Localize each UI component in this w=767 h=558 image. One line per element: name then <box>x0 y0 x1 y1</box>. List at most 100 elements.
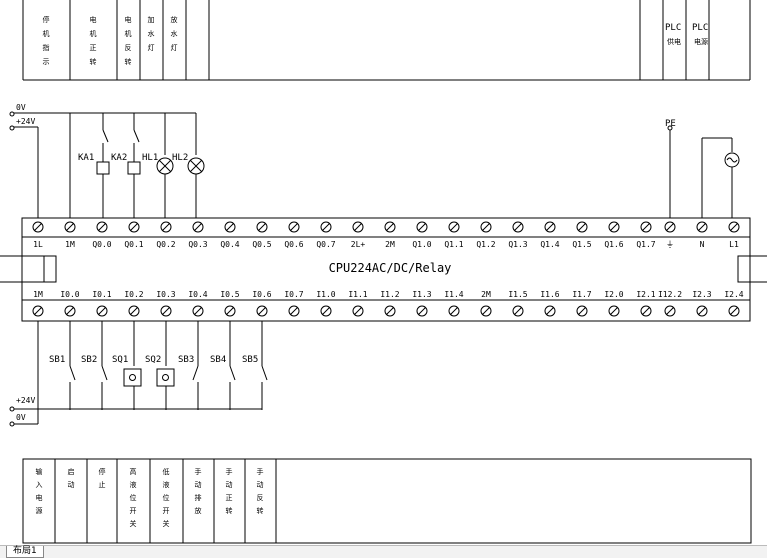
top-terminal-label: Q0.2 <box>156 240 175 249</box>
bottom-terminal-9-screw <box>320 305 332 317</box>
top-terminal-14-screw <box>480 221 492 233</box>
bottom-terminal-7-screw <box>256 305 268 317</box>
bottom-terminal-19-screw <box>640 305 652 317</box>
bottom-table-label: 手动正转 <box>226 467 233 515</box>
top-terminal-6-slash <box>226 223 234 231</box>
top-terminal-12-screw <box>416 221 428 233</box>
bottom-table-label: 低液位开关 <box>163 467 170 528</box>
lower-0v-label: 0V <box>16 413 26 422</box>
bottom-terminal-15-screw <box>512 305 524 317</box>
sb5-label: SB5 <box>242 355 258 365</box>
bottom-terminal-14-screw <box>480 305 492 317</box>
sb2-label: SB2 <box>81 355 97 365</box>
bottom-terminal-label: I2.4 <box>724 290 743 299</box>
bottom-table-label: 停止 <box>99 467 106 489</box>
top-table-label: 停机指示 <box>43 15 50 66</box>
top-terminal-label: Q1.2 <box>476 240 495 249</box>
bottom-terminal-15-slash <box>514 307 522 315</box>
top-terminal-9-slash <box>322 223 330 231</box>
bottom-terminal-16-slash <box>546 307 554 315</box>
bottom-table-label: 启动 <box>68 467 75 489</box>
sb4-label: SB4 <box>210 355 226 365</box>
upper-24v-label: +24V <box>16 117 35 126</box>
plc-model-label: CPU224AC/DC/Relay <box>329 261 452 275</box>
bottom-terminal-label: I0.7 <box>284 290 303 299</box>
bottom-terminal-4-screw <box>160 305 172 317</box>
top-terminal-3-screw <box>128 221 140 233</box>
top-terminal-15-slash <box>514 223 522 231</box>
bottom-terminal-label: I2.0 <box>604 290 623 299</box>
sq2-label: SQ2 <box>145 355 161 365</box>
top-terminal-21-slash <box>698 223 706 231</box>
bottom-terminal-10-slash <box>354 307 362 315</box>
top-terminal-2-screw <box>96 221 108 233</box>
top-terminal-22-slash <box>730 223 738 231</box>
top-terminal-12-slash <box>418 223 426 231</box>
bottom-terminal-17-screw <box>576 305 588 317</box>
top-terminal-label: Q1.7 <box>636 240 655 249</box>
bottom-terminal-13-slash <box>450 307 458 315</box>
top-terminal-21-screw <box>696 221 708 233</box>
bottom-terminal-9-slash <box>322 307 330 315</box>
sq1-label: SQ1 <box>112 355 128 365</box>
top-terminal-13-slash <box>450 223 458 231</box>
bottom-terminal-1-slash <box>66 307 74 315</box>
bottom-terminal-label: I1.6 <box>540 290 559 299</box>
bottom-terminal-2-slash <box>98 307 106 315</box>
bottom-terminal-label: I1.0 <box>316 290 335 299</box>
top-terminal-1-slash <box>66 223 74 231</box>
top-terminal-label: Q1.4 <box>540 240 559 249</box>
top-terminal-7-slash <box>258 223 266 231</box>
bottom-terminal-11-screw <box>384 305 396 317</box>
bottom-terminal-label: I2.1 <box>636 290 655 299</box>
sheet-tab-layout1[interactable]: 布局1 <box>6 546 44 558</box>
bottom-terminal-5-screw <box>192 305 204 317</box>
bottom-label-table <box>22 458 752 544</box>
top-table-label: 加水灯 <box>148 15 155 52</box>
top-terminal-8-screw <box>288 221 300 233</box>
bottom-terminal-label: I0.0 <box>60 290 79 299</box>
top-terminal-11-slash <box>386 223 394 231</box>
bottom-terminal-8-slash <box>290 307 298 315</box>
bottom-terminal-label: I0.3 <box>156 290 175 299</box>
bottom-terminal-11-slash <box>386 307 394 315</box>
bottom-terminal-3-screw <box>128 305 140 317</box>
bottom-terminal-0-screw <box>32 305 44 317</box>
ka2-label: KA2 <box>111 153 127 163</box>
top-terminal-18-slash <box>610 223 618 231</box>
top-terminal-label: N <box>700 240 705 249</box>
top-terminal-label: Q1.1 <box>444 240 463 249</box>
output-devices <box>96 129 205 218</box>
right-label-1a: PLC <box>665 23 681 33</box>
bottom-terminal-21-slash <box>698 307 706 315</box>
sb1-label: SB1 <box>49 355 65 365</box>
bottom-terminal-20-screw <box>664 305 676 317</box>
bottom-terminal-label: I1.4 <box>444 290 463 299</box>
input-circuit <box>37 321 268 410</box>
bottom-terminal-label: I0.4 <box>188 290 207 299</box>
top-terminal-3-slash <box>130 223 138 231</box>
bottom-terminal-6-slash <box>226 307 234 315</box>
lower-24v-label: +24V <box>16 396 35 405</box>
bottom-terminal-label: 1M <box>33 290 43 299</box>
bottom-table-label: 手动反转 <box>257 467 264 515</box>
top-terminal-label: Q0.1 <box>124 240 143 249</box>
top-terminal-16-slash <box>546 223 554 231</box>
bottom-terminal-label: I1.3 <box>412 290 431 299</box>
bottom-terminal-5-slash <box>194 307 202 315</box>
bottom-terminal-20-slash <box>666 307 674 315</box>
top-terminal-18-screw <box>608 221 620 233</box>
bottom-terminal-12-screw <box>416 305 428 317</box>
bottom-terminal-label: I1.2 <box>380 290 399 299</box>
top-table-label: 电机正转 <box>90 15 97 66</box>
top-terminal-label: Q0.0 <box>92 240 111 249</box>
top-terminal-11-screw <box>384 221 396 233</box>
top-terminal-9-screw <box>320 221 332 233</box>
top-terminal-label: 1L <box>33 240 43 249</box>
bottom-terminal-17-slash <box>578 307 586 315</box>
bottom-terminal-label: I12.2 <box>658 290 682 299</box>
top-terminal-10-screw <box>352 221 364 233</box>
bottom-terminal-label: I1.5 <box>508 290 527 299</box>
top-terminal-label: 2M <box>385 240 395 249</box>
